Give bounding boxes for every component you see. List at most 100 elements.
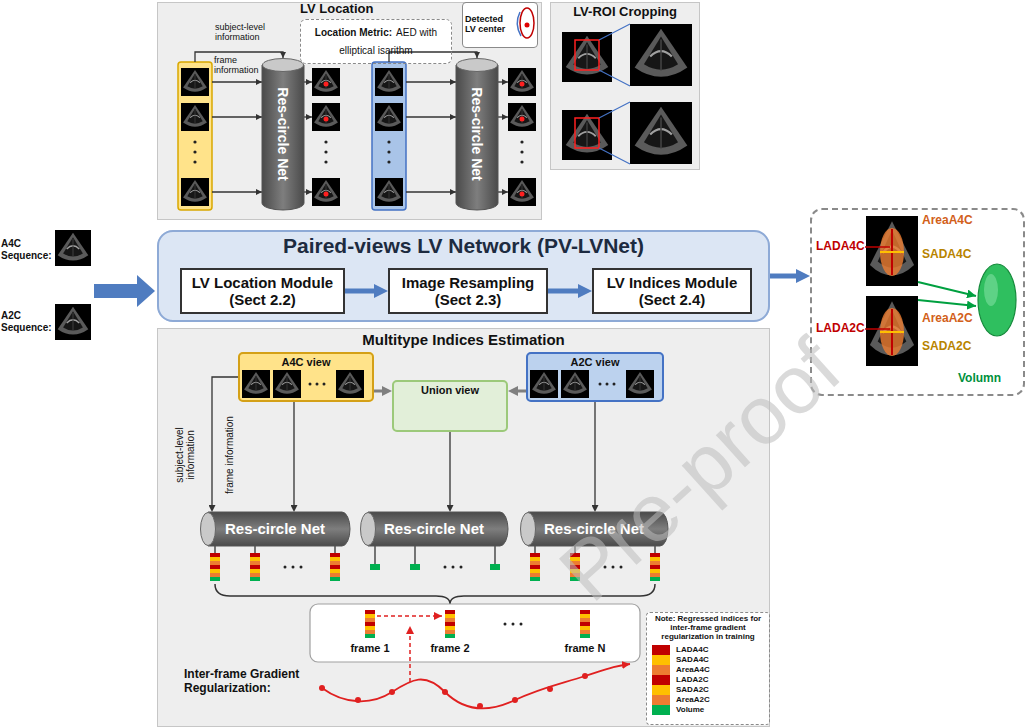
lv-location-illustration	[375, 68, 403, 96]
roi-cropping-illustration	[562, 32, 612, 82]
text-label: Inter-frame Gradient Regularization:	[184, 668, 318, 696]
roi-cropping-illustration	[575, 118, 599, 148]
output-illustration	[866, 296, 918, 366]
lv-location-illustration	[498, 81, 508, 82]
node-text: LADA4C	[816, 240, 865, 254]
legend-swatch	[652, 655, 670, 665]
node-text: Res-circle Net	[544, 520, 644, 537]
indices-illustration	[250, 553, 260, 581]
connector-arrow	[293, 402, 294, 505]
indices-illustration	[580, 610, 590, 638]
detected-center-box: Detected LV center	[462, 2, 538, 48]
node-text: LV Location Module (Sect 2.2)	[186, 274, 339, 309]
indices-illustration	[599, 383, 602, 386]
indices-illustration	[410, 564, 420, 570]
lv-location-illustration	[312, 103, 340, 131]
legend-text: SADA4C	[676, 655, 709, 665]
lv-location-illustration	[193, 150, 196, 153]
indices-illustration	[273, 370, 301, 398]
node-text: Paired-views LV Network (PV-LVNet)	[283, 234, 644, 258]
roi-cropping-illustration	[562, 110, 612, 160]
cylinder-cap	[521, 513, 536, 546]
output-illustration	[918, 282, 976, 296]
node-text: Res-circle Net	[384, 520, 484, 537]
legend-item: Volume	[652, 705, 764, 715]
output-illustration	[865, 216, 1016, 366]
lv-location-illustration	[304, 191, 312, 192]
lv-location-illustration	[520, 82, 525, 87]
text-label: frame 1	[345, 642, 395, 655]
module-box: Image Resampling (Sect 2.3)	[388, 268, 548, 314]
node-text: Multitype Indices Estimation	[362, 331, 565, 348]
indices-illustration	[215, 584, 655, 604]
connector-arrow	[770, 274, 796, 279]
roi-cropping-illustration	[575, 40, 599, 70]
legend-item: AreaA2C	[652, 695, 764, 705]
lv-location-illustration	[406, 81, 456, 82]
indices-illustration	[547, 686, 553, 692]
indices-illustration	[409, 626, 411, 682]
indices-illustration	[370, 564, 380, 570]
lv-location-illustration	[517, 12, 521, 36]
input-sequences	[55, 304, 91, 340]
node-fill	[462, 2, 538, 48]
node-fill	[646, 612, 770, 725]
input-sequences	[94, 275, 155, 307]
indices-illustration	[215, 546, 335, 553]
input-sequences	[55, 230, 91, 266]
indices-illustration	[570, 553, 580, 581]
indices-illustration	[442, 689, 448, 695]
output-illustration	[865, 246, 890, 248]
node-fill	[180, 268, 345, 314]
cylinder-cap	[201, 513, 216, 546]
lv-location-illustration	[406, 191, 456, 192]
indices-illustration	[612, 566, 615, 569]
text-label: A4C Sequence:	[1, 238, 53, 261]
legend-swatch	[652, 665, 670, 675]
output-illustration	[880, 308, 904, 356]
output-illustration	[978, 264, 1016, 336]
text-label: subject-level information	[172, 415, 198, 495]
node-text: Res-circle Net	[275, 87, 291, 180]
legend-text: Volume	[676, 705, 704, 715]
legend-swatch	[652, 675, 670, 685]
module-box: LV Indices Module (Sect 2.4)	[592, 268, 752, 314]
lv-location-illustration	[312, 68, 340, 96]
indices-illustration	[604, 566, 607, 569]
lv-location-illustration	[181, 103, 209, 131]
node-text: LADA2C	[816, 322, 865, 336]
legend-text: AreaA4C	[676, 665, 710, 675]
cylinder-body	[262, 65, 304, 210]
lv-location-illustration	[375, 178, 403, 206]
legend-text: SADA2C	[676, 685, 709, 695]
indices-illustration	[650, 553, 660, 581]
indices-illustration	[319, 685, 325, 691]
indices-illustration	[330, 553, 340, 581]
node-text: Detected LV center	[465, 14, 515, 35]
roi-cropping-illustration	[562, 24, 692, 164]
indices-illustration	[444, 566, 447, 569]
indices-illustration	[323, 383, 326, 386]
node-text: SADA4C	[922, 248, 971, 262]
lv-location-illustration	[387, 160, 390, 163]
cylinder-cap	[263, 59, 304, 72]
legend-swatch	[652, 645, 670, 655]
lv-location-illustration	[406, 116, 456, 117]
connector-arrow	[449, 432, 450, 505]
output-illustration	[880, 251, 904, 253]
node-text: Note: Regressed indices for inter-frame …	[650, 614, 766, 642]
cylinder-body	[456, 65, 498, 210]
node-text: Location Metric:	[315, 27, 392, 38]
legend-text: LADA2C	[676, 675, 708, 685]
output-illustration	[880, 331, 904, 333]
indices-illustration	[535, 546, 655, 553]
lv-location-illustration	[193, 140, 196, 143]
panel: LV LocationRes-circle NetLocation Metric…	[157, 2, 542, 220]
input-sequences	[55, 230, 155, 340]
network-cylinder: Res-circle Net	[360, 512, 508, 546]
roi-cropping-illustration	[599, 102, 630, 164]
lv-location-illustration	[525, 23, 530, 28]
